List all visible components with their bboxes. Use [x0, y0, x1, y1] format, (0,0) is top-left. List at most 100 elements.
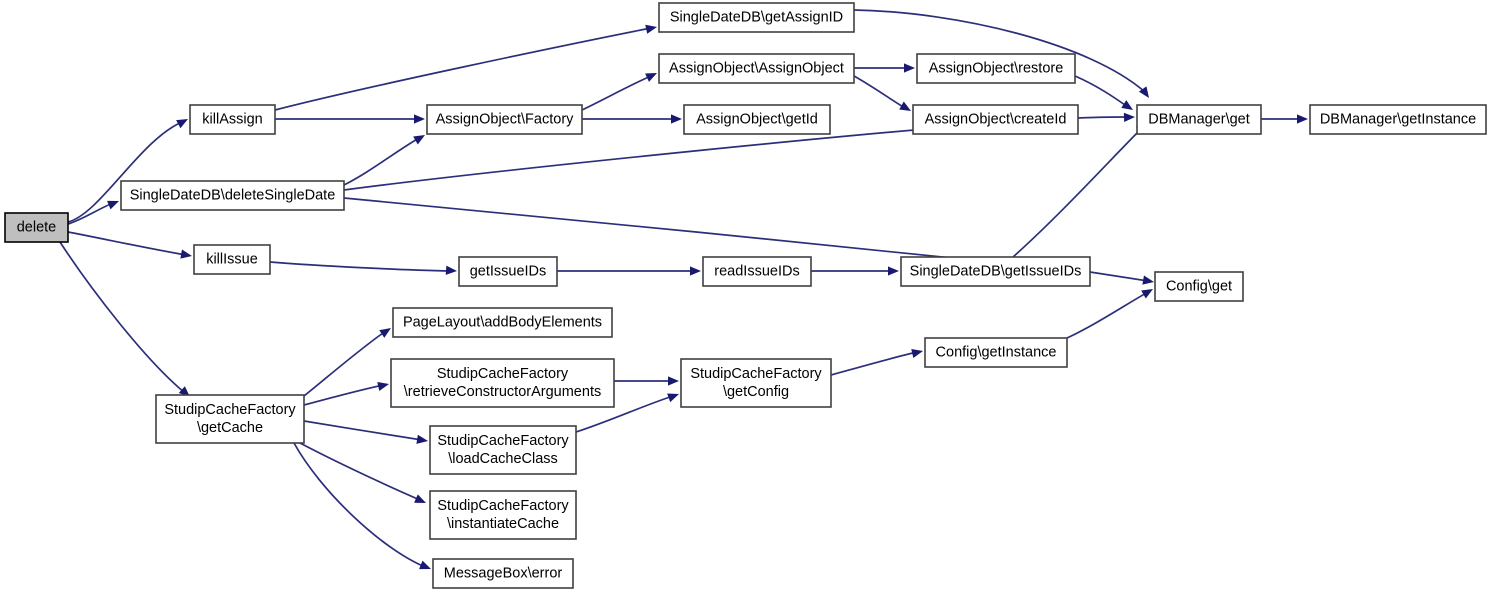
call-edge-delete-to-killIssue [67, 231, 192, 259]
node-box[interactable] [658, 2, 855, 33]
node-box[interactable] [702, 256, 812, 287]
arrowhead-icon [180, 249, 192, 259]
call-edge-getConfig-to-configGetInstance [830, 348, 923, 376]
call-edge-killAssign-to-getAssignID [274, 24, 657, 111]
node-instantiateCache[interactable]: StudipCacheFactory\instantiateCache [429, 490, 577, 540]
arrowhead-icon [377, 381, 389, 391]
node-label: StudipCacheFactory\getConfig [690, 366, 822, 400]
node-box[interactable] [680, 358, 832, 408]
node-box[interactable] [120, 180, 345, 211]
node-box[interactable] [392, 307, 613, 338]
node-killIssue[interactable]: killIssue [193, 244, 271, 275]
node-createId[interactable]: AssignObject\createId [912, 104, 1079, 135]
call-edge-readIssueIDs-to-dbGetIssueIDs [811, 266, 899, 276]
node-label: DBManager\getInstance [1320, 111, 1476, 127]
arrowhead-icon [668, 376, 679, 386]
call-edge-deleteSingleDate-to-dbManagerGet [343, 112, 1135, 191]
node-delete[interactable]: delete [4, 212, 69, 243]
node-readIssueIDs[interactable]: readIssueIDs [702, 256, 812, 287]
call-edge-getCache-to-retrieveCtorArgs [303, 381, 389, 406]
node-label: Config\getInstance [936, 344, 1057, 360]
call-edge-factory-to-getId [582, 114, 682, 124]
node-restore[interactable]: AssignObject\restore [916, 53, 1076, 84]
node-getConfig[interactable]: StudipCacheFactory\getConfig [680, 358, 832, 408]
node-label: DBManager\get [1148, 111, 1250, 127]
call-edge-loadCacheClass-to-getConfig [575, 393, 679, 433]
nodes-layer: delete killAssignSingleDateDB\deleteSingl… [4, 2, 1487, 589]
node-box[interactable] [426, 104, 583, 135]
node-box[interactable] [924, 337, 1068, 368]
node-label: SingleDateDB\deleteSingleDate [130, 187, 336, 203]
node-retrieveCtorArgs[interactable]: StudipCacheFactory\retrieveConstructorAr… [390, 358, 615, 408]
node-assignObjectCtor[interactable]: AssignObject\AssignObject [658, 53, 855, 84]
arrowhead-icon [911, 348, 923, 358]
node-getAssignID[interactable]: SingleDateDB\getAssignID [658, 2, 855, 33]
node-box[interactable] [458, 256, 558, 287]
arrowhead-icon [1123, 112, 1135, 122]
call-edge-deleteSingleDate-to-configGet [343, 197, 1154, 285]
node-box[interactable] [658, 53, 855, 84]
node-label: delete [17, 219, 57, 235]
node-dbGetIssueIDs[interactable]: SingleDateDB\getIssueIDs [900, 256, 1091, 287]
node-box[interactable] [155, 394, 305, 444]
node-box[interactable] [1309, 104, 1487, 135]
node-box[interactable] [429, 490, 577, 540]
arrowhead-icon [413, 135, 425, 145]
node-dbManagerGetInstance[interactable]: DBManager\getInstance [1309, 104, 1487, 135]
arrowhead-icon [904, 63, 915, 73]
call-edge-assignObjectCtor-to-createId [853, 75, 911, 111]
arrowhead-icon [445, 265, 457, 275]
node-label: Config\get [1166, 278, 1232, 294]
arrowhead-icon [1297, 114, 1308, 124]
arrowhead-icon [1141, 289, 1153, 299]
node-box[interactable] [429, 425, 577, 475]
node-configGetInstance[interactable]: Config\getInstance [924, 337, 1068, 368]
node-killAssign[interactable]: killAssign [189, 104, 276, 135]
arrowhead-icon [379, 328, 391, 338]
call-edge-dbManagerGet-to-dbManagerGetInstance [1261, 114, 1308, 124]
node-getId[interactable]: AssignObject\getId [683, 104, 831, 135]
node-box[interactable] [189, 104, 276, 135]
arrowhead-icon [899, 101, 911, 111]
node-addBodyElements[interactable]: PageLayout\addBodyElements [392, 307, 613, 338]
arrowhead-icon [107, 200, 119, 210]
node-deleteSingleDate[interactable]: SingleDateDB\deleteSingleDate [120, 180, 345, 211]
node-factory[interactable]: AssignObject\Factory [426, 104, 583, 135]
node-configGet[interactable]: Config\get [1154, 271, 1244, 302]
arrowhead-icon [645, 24, 657, 34]
node-box[interactable] [683, 104, 831, 135]
node-box[interactable] [4, 212, 69, 243]
node-loadCacheClass[interactable]: StudipCacheFactory\loadCacheClass [429, 425, 577, 475]
call-edge-getCache-to-instantiateCache [299, 442, 426, 503]
call-edge-killIssue-to-getIssueIDs [269, 261, 457, 275]
edges-layer [59, 9, 1308, 570]
arrowhead-icon [416, 434, 428, 444]
node-label: AssignObject\createId [925, 111, 1067, 127]
node-label: killIssue [206, 251, 258, 267]
node-box[interactable] [193, 244, 271, 275]
call-edge-getCache-to-addBodyElements [303, 328, 391, 397]
arrowhead-icon [671, 114, 682, 124]
node-box[interactable] [912, 104, 1079, 135]
node-label: StudipCacheFactory\loadCacheClass [437, 433, 569, 467]
node-box[interactable] [1154, 271, 1244, 302]
call-edge-delete-to-deleteSingleDate [67, 200, 119, 225]
node-getCache[interactable]: StudipCacheFactory\getCache [155, 394, 305, 444]
arrowhead-icon [176, 119, 188, 129]
node-box[interactable] [432, 558, 574, 589]
node-label: AssignObject\getId [696, 111, 818, 127]
node-getIssueIDs[interactable]: getIssueIDs [458, 256, 558, 287]
call-edge-delete-to-killAssign [67, 119, 188, 223]
node-label: AssignObject\AssignObject [669, 60, 844, 76]
node-label: killAssign [202, 111, 262, 127]
node-box[interactable] [916, 53, 1076, 84]
node-dbManagerGet[interactable]: DBManager\get [1136, 104, 1262, 135]
node-box[interactable] [1136, 104, 1262, 135]
arrowhead-icon [690, 266, 701, 276]
node-box[interactable] [390, 358, 615, 408]
node-messageBoxError[interactable]: MessageBox\error [432, 558, 574, 589]
call-edge-dbGetIssueIDs-to-dbManagerGet [1012, 123, 1147, 258]
node-box[interactable] [900, 256, 1091, 287]
